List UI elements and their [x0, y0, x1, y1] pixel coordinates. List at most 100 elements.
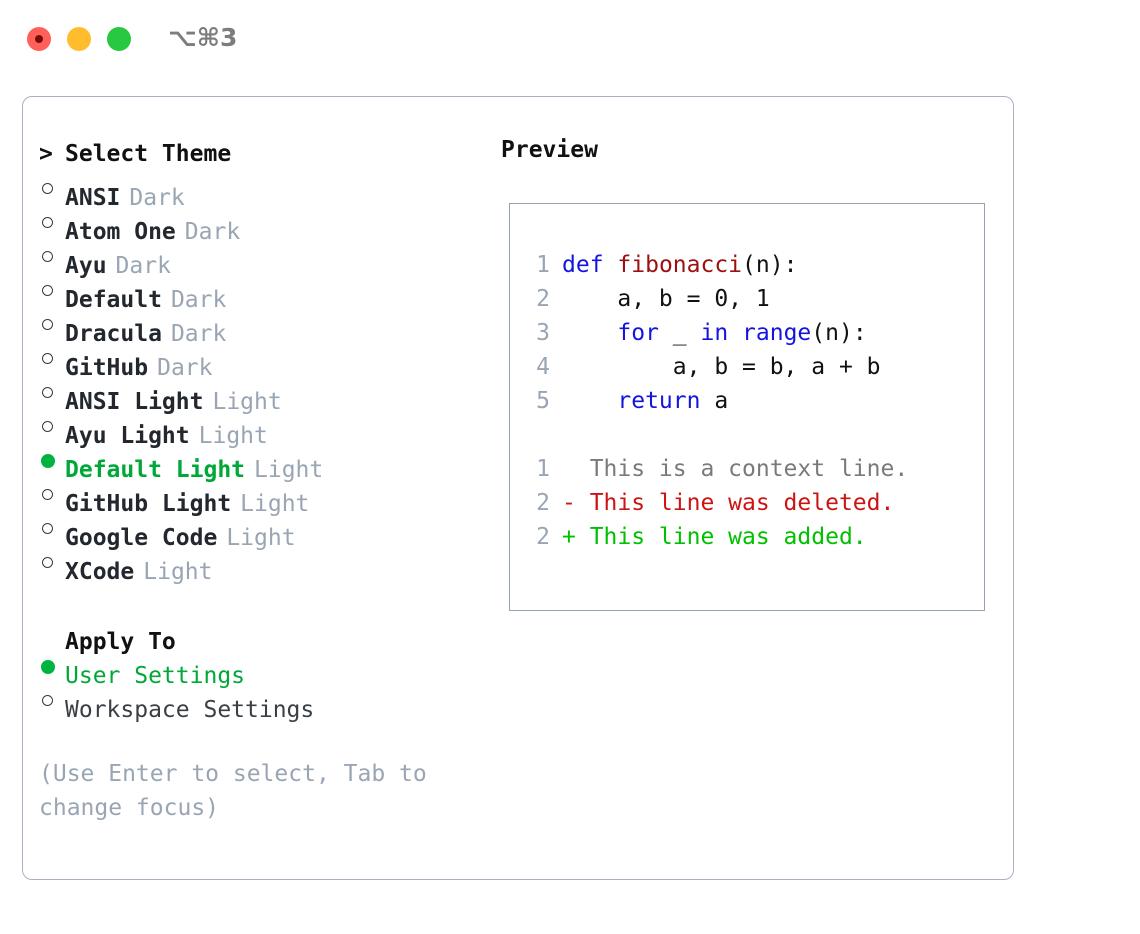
select-theme-label: Select Theme	[65, 141, 232, 167]
theme-name: Ayu	[65, 253, 107, 279]
theme-kind-badge: Dark	[170, 287, 227, 313]
theme-kind-badge: Light	[240, 491, 310, 517]
code-line: 2 a, b = 0, 1	[528, 282, 908, 316]
diff-line-text: This is a context line.	[562, 456, 909, 482]
theme-name: Dracula	[65, 321, 162, 347]
code-line: 5 return a	[528, 384, 908, 418]
diff-line-text: + This line was added.	[562, 524, 867, 550]
radio-unselected-icon[interactable]	[39, 341, 65, 375]
code-token: (n):	[811, 320, 867, 346]
code-token	[562, 320, 617, 346]
radio-dot	[42, 557, 53, 568]
theme-list-item[interactable]: Default Light Light	[39, 443, 489, 483]
code-token: (n):	[742, 252, 798, 278]
no-bullet-spacer	[39, 615, 65, 649]
theme-name: Ayu Light	[65, 423, 190, 449]
apply-to-header: Apply To	[39, 615, 489, 655]
radio-unselected-icon[interactable]	[39, 545, 65, 579]
code-token: for	[617, 320, 659, 346]
theme-name: Google Code	[65, 525, 218, 551]
diff-line: 2 + This line was added.	[528, 520, 908, 554]
help-hint-line2: change focus)	[39, 795, 220, 821]
code-line-number: 3	[536, 320, 550, 346]
code-token: range	[742, 320, 812, 346]
radio-unselected-icon[interactable]	[39, 239, 65, 273]
theme-kind-badge: Dark	[157, 355, 213, 381]
caret-icon: >	[39, 141, 53, 167]
theme-list-item[interactable]: Google Code Light	[39, 511, 489, 551]
theme-list-item[interactable]: ANSI Light Light	[39, 375, 489, 415]
apply-to-name: User Settings	[65, 663, 246, 689]
code-line: 4 a, b = b, a + b	[528, 350, 908, 384]
code-blank-line	[528, 418, 908, 452]
theme-list-item[interactable]: XCode Light	[39, 545, 489, 585]
code-token: def	[562, 252, 604, 278]
diff-line-number: 2	[536, 524, 550, 550]
close-icon[interactable]	[27, 27, 51, 51]
diff-line-number: 2	[536, 490, 550, 516]
code-token: return	[617, 388, 701, 414]
radio-unselected-icon[interactable]	[39, 683, 65, 717]
apply-to-label: Apply To	[65, 629, 176, 655]
theme-name: GitHub Light	[65, 491, 232, 517]
theme-kind-badge: Dark	[115, 253, 171, 279]
radio-unselected-icon[interactable]	[39, 273, 65, 307]
radio-dot	[42, 217, 53, 228]
theme-kind-badge: Light	[226, 525, 296, 551]
code-token: _	[658, 320, 701, 346]
theme-name: ANSI Light	[65, 389, 204, 415]
code-token: fibonacci	[617, 252, 743, 278]
maximize-icon[interactable]	[107, 27, 131, 51]
apply-to-item[interactable]: Workspace Settings	[39, 683, 489, 723]
radio-selected-icon[interactable]	[39, 443, 65, 477]
radio-dot	[41, 660, 55, 674]
theme-kind-badge: Light	[254, 457, 324, 483]
theme-kind-badge: Light	[143, 559, 213, 585]
diff-line: 1 This is a context line.	[528, 452, 908, 486]
code-line-number: 4	[536, 354, 550, 380]
radio-unselected-icon[interactable]	[39, 171, 65, 205]
radio-dot	[42, 319, 53, 330]
radio-dot	[42, 285, 53, 296]
diff-line: 2- This line was deleted.	[528, 486, 908, 520]
radio-unselected-icon[interactable]	[39, 477, 65, 511]
code-token	[562, 388, 617, 414]
radio-dot	[42, 523, 53, 534]
help-hint: (Use Enter to select, Tab to change focu…	[39, 757, 459, 825]
radio-unselected-icon[interactable]	[39, 375, 65, 409]
radio-dot	[42, 251, 53, 262]
theme-name: XCode	[65, 559, 135, 585]
radio-unselected-icon[interactable]	[39, 307, 65, 341]
radio-dot	[42, 421, 53, 432]
minimize-icon[interactable]	[67, 27, 91, 51]
theme-list-item[interactable]: Ayu Dark	[39, 239, 489, 279]
apply-to-name: Workspace Settings	[65, 697, 315, 723]
help-hint-line1: (Use Enter to select, Tab to	[39, 761, 427, 787]
apply-to-item[interactable]: User Settings	[39, 649, 489, 689]
theme-list-item[interactable]: GitHub Light Light	[39, 477, 489, 517]
code-line-number: 2	[536, 286, 550, 312]
theme-kind-badge: Light	[212, 389, 282, 415]
theme-name: Default Light	[65, 457, 246, 483]
radio-unselected-icon[interactable]	[39, 205, 65, 239]
select-theme-header: > Select Theme	[39, 137, 489, 171]
theme-name: Atom One	[65, 219, 176, 245]
radio-dot	[42, 489, 53, 500]
radio-unselected-icon[interactable]	[39, 409, 65, 443]
radio-unselected-icon[interactable]	[39, 511, 65, 545]
window-title-shortcut: ⌥⌘3	[168, 23, 238, 52]
radio-selected-icon[interactable]	[39, 649, 65, 683]
